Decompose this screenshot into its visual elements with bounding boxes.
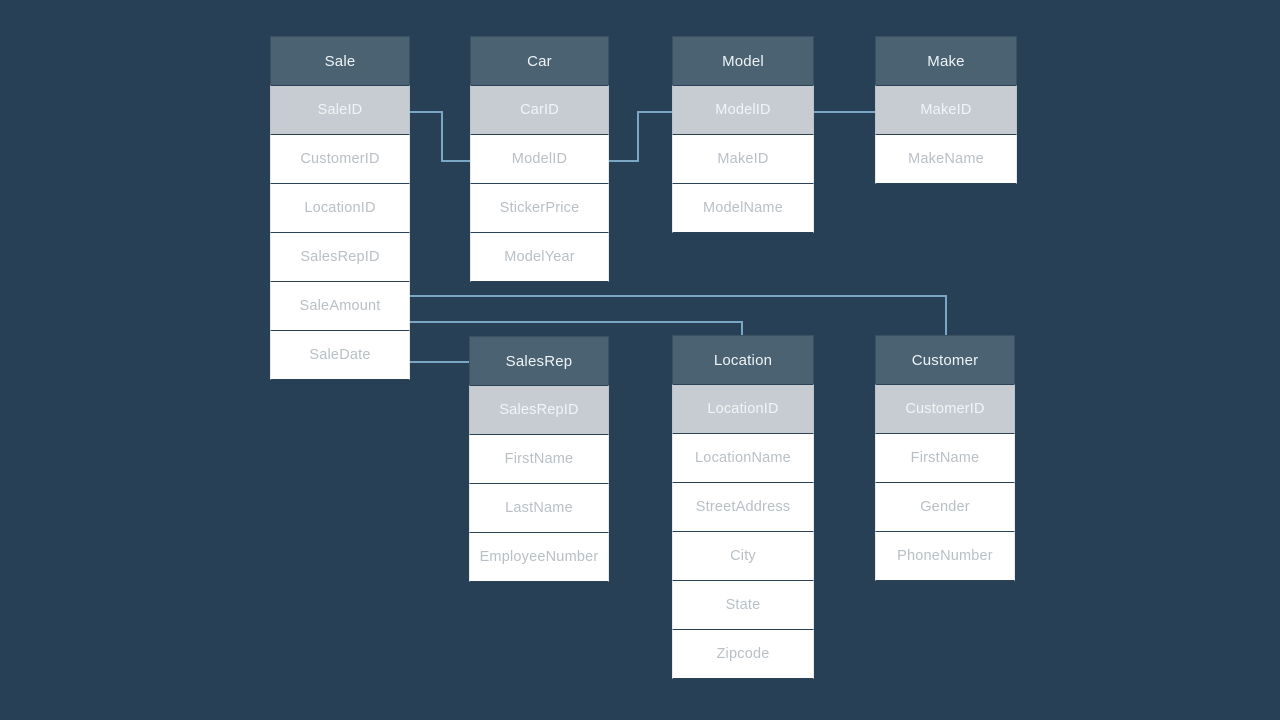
field-sale-salesrepid[interactable]: SalesRepID bbox=[270, 232, 410, 282]
field-salesrep-lastname[interactable]: LastName bbox=[469, 483, 609, 533]
field-location-locationid[interactable]: LocationID bbox=[672, 384, 814, 434]
entity-title-salesrep: SalesRep bbox=[469, 336, 609, 386]
field-salesrep-firstname[interactable]: FirstName bbox=[469, 434, 609, 484]
field-location-state[interactable]: State bbox=[672, 580, 814, 630]
field-customer-customerid[interactable]: CustomerID bbox=[875, 384, 1015, 434]
field-location-locationname[interactable]: LocationName bbox=[672, 433, 814, 483]
field-make-makeid[interactable]: MakeID bbox=[875, 85, 1017, 135]
field-sale-saleamount[interactable]: SaleAmount bbox=[270, 281, 410, 331]
field-sale-customerid[interactable]: CustomerID bbox=[270, 134, 410, 184]
field-customer-firstname[interactable]: FirstName bbox=[875, 433, 1015, 483]
connector-model-car bbox=[608, 111, 673, 162]
field-salesrep-employeenumber[interactable]: EmployeeNumber bbox=[469, 532, 609, 582]
field-make-makename[interactable]: MakeName bbox=[875, 134, 1017, 184]
field-sale-saleid[interactable]: SaleID bbox=[270, 85, 410, 135]
field-customer-gender[interactable]: Gender bbox=[875, 482, 1015, 532]
field-model-makeid[interactable]: MakeID bbox=[672, 134, 814, 184]
connector-sale-customer bbox=[409, 295, 947, 336]
entity-title-car: Car bbox=[470, 36, 609, 86]
field-sale-locationid[interactable]: LocationID bbox=[270, 183, 410, 233]
field-salesrep-salesrepid[interactable]: SalesRepID bbox=[469, 385, 609, 435]
entity-title-sale: Sale bbox=[270, 36, 410, 86]
connector-car-sale bbox=[409, 111, 471, 162]
field-sale-saledate[interactable]: SaleDate bbox=[270, 330, 410, 380]
field-model-modelname[interactable]: ModelName bbox=[672, 183, 814, 233]
field-car-modelyear[interactable]: ModelYear bbox=[470, 232, 609, 282]
field-model-modelid[interactable]: ModelID bbox=[672, 85, 814, 135]
field-car-stickerprice[interactable]: StickerPrice bbox=[470, 183, 609, 233]
field-location-city[interactable]: City bbox=[672, 531, 814, 581]
field-car-carid[interactable]: CarID bbox=[470, 85, 609, 135]
entity-title-model: Model bbox=[672, 36, 814, 86]
entity-title-location: Location bbox=[672, 335, 814, 385]
field-location-zipcode[interactable]: Zipcode bbox=[672, 629, 814, 679]
entity-title-customer: Customer bbox=[875, 335, 1015, 385]
connector-sale-location bbox=[409, 321, 743, 336]
field-car-modelid[interactable]: ModelID bbox=[470, 134, 609, 184]
entity-title-make: Make bbox=[875, 36, 1017, 86]
field-location-streetaddress[interactable]: StreetAddress bbox=[672, 482, 814, 532]
field-customer-phonenumber[interactable]: PhoneNumber bbox=[875, 531, 1015, 581]
